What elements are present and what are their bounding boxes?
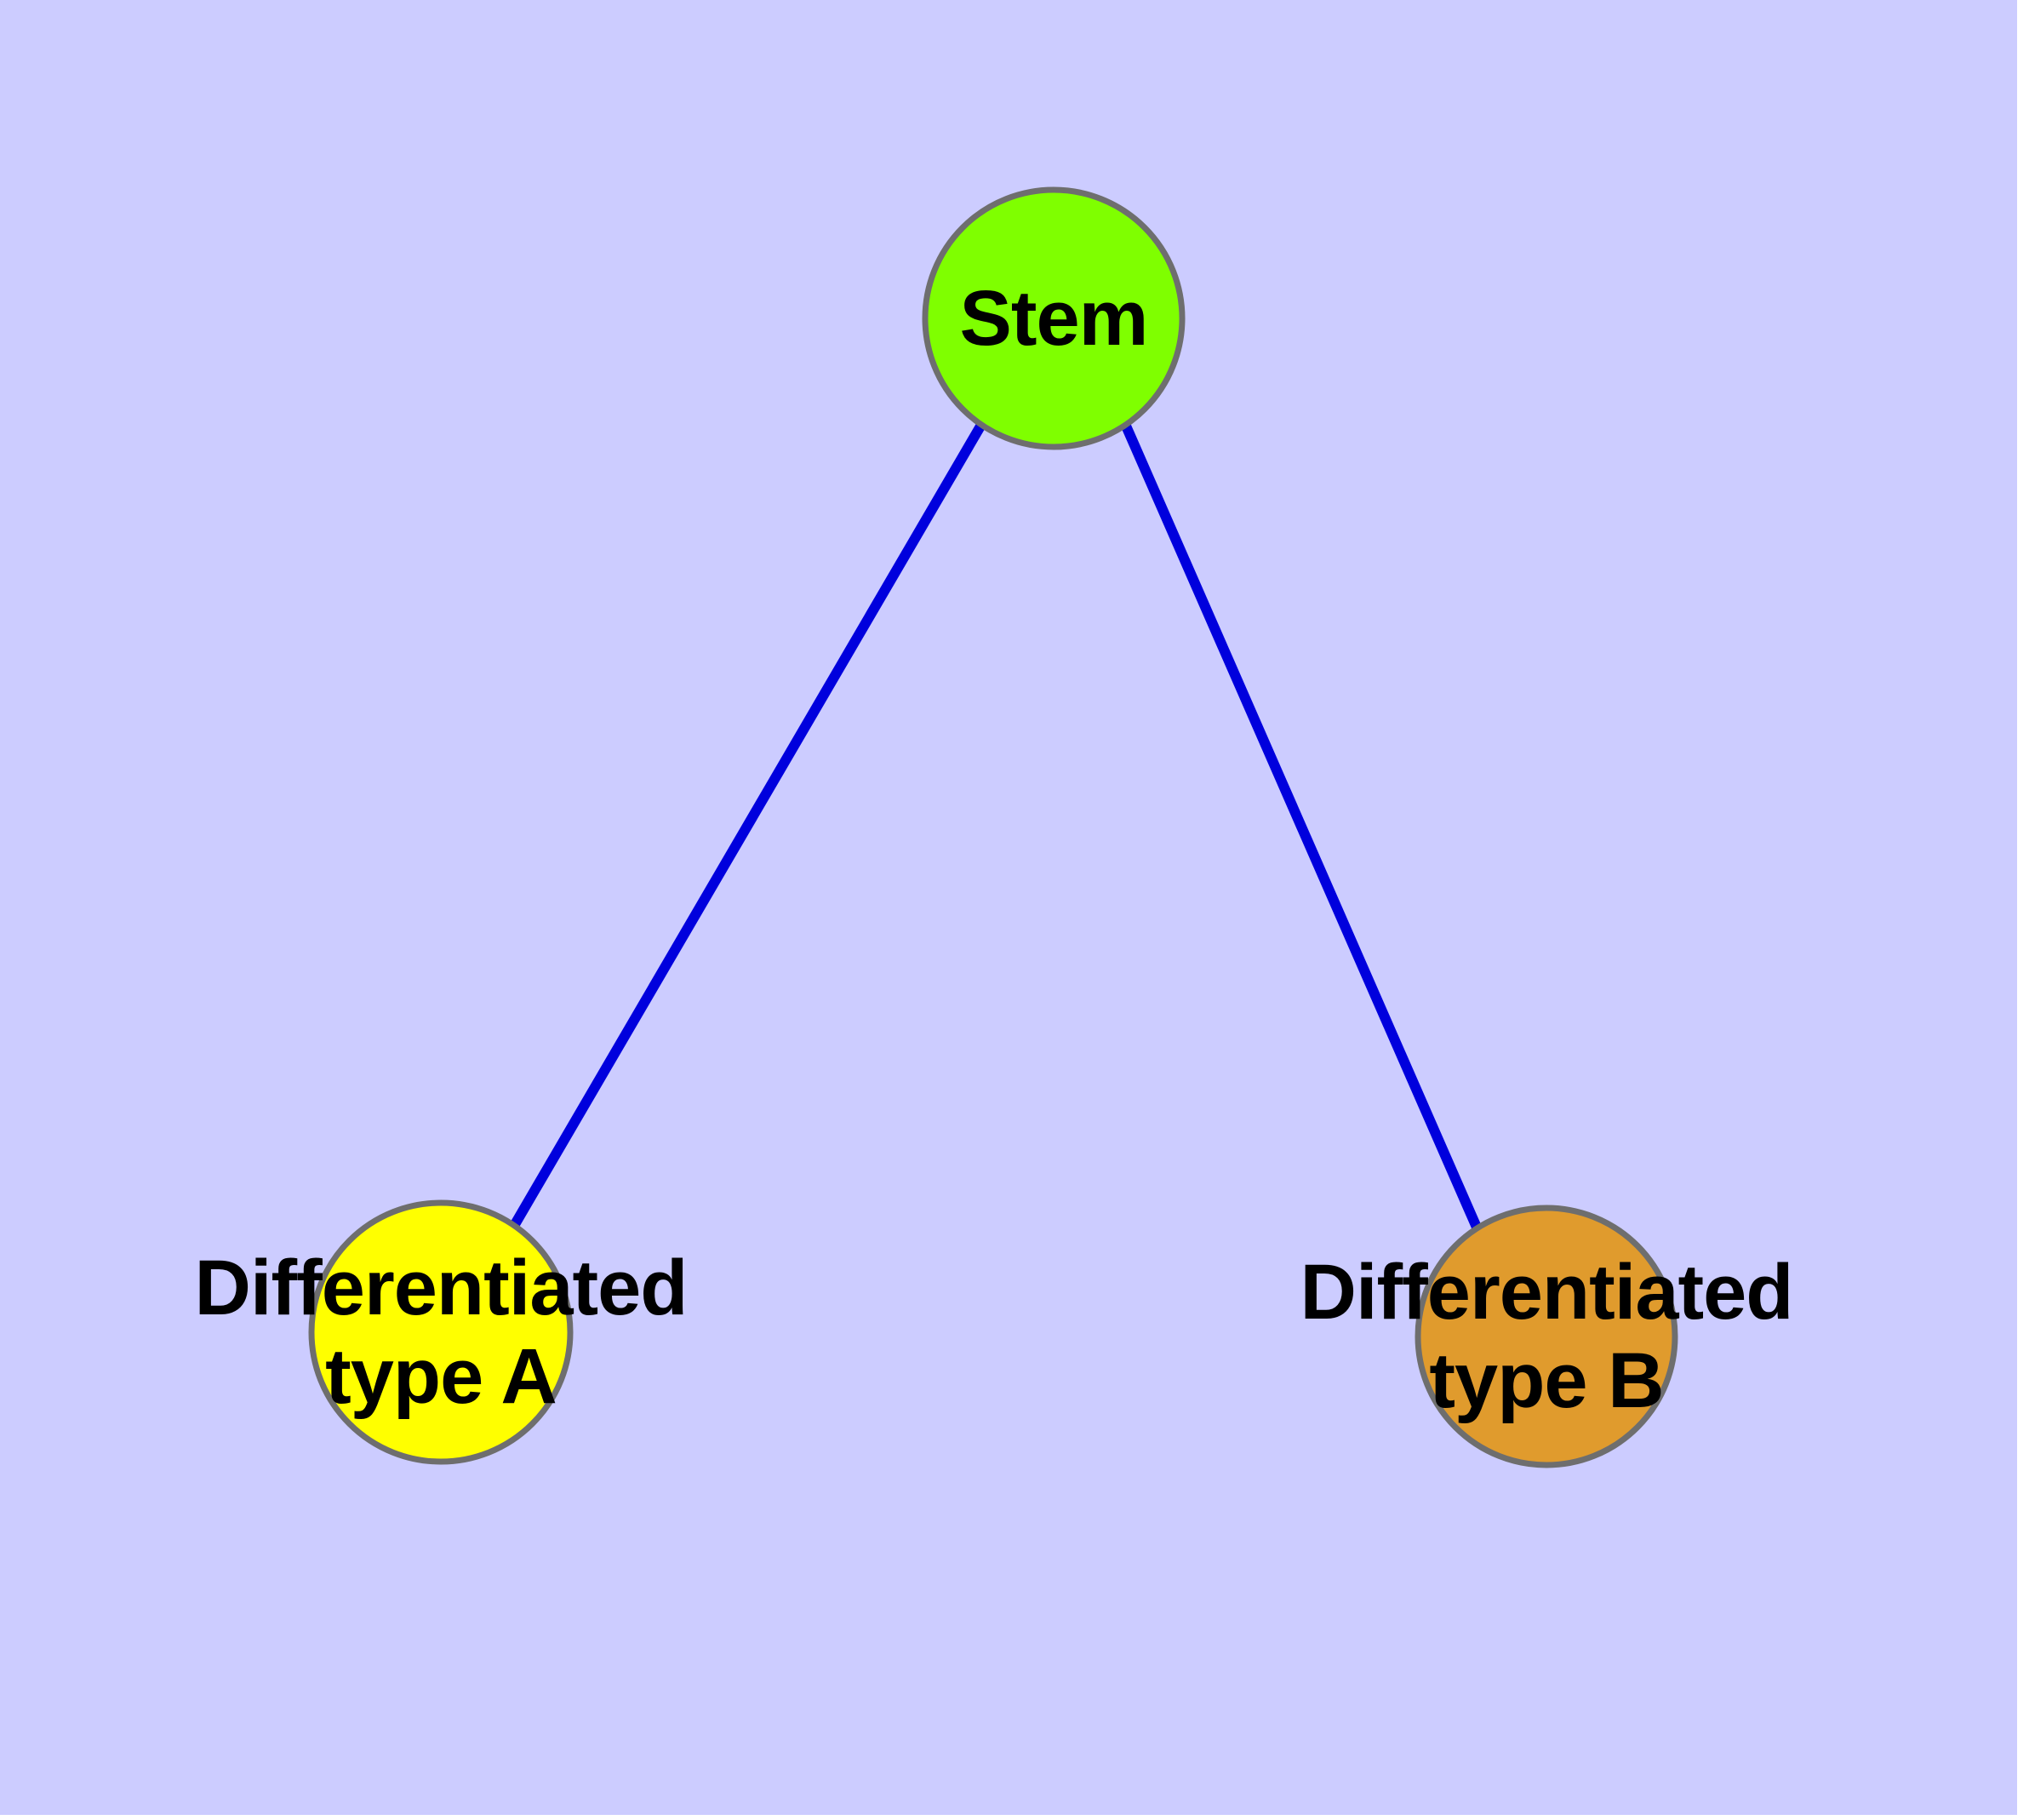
node-differentiated-type-b[interactable] bbox=[1415, 1205, 1678, 1468]
node-layer bbox=[308, 186, 1678, 1468]
edge-stem-to-diff-a[interactable] bbox=[509, 421, 986, 1229]
node-differentiated-type-a[interactable] bbox=[308, 1199, 574, 1465]
edge-layer bbox=[509, 421, 1483, 1232]
edge-stem-to-diff-b[interactable] bbox=[1120, 421, 1483, 1232]
node-stem[interactable] bbox=[922, 186, 1186, 450]
